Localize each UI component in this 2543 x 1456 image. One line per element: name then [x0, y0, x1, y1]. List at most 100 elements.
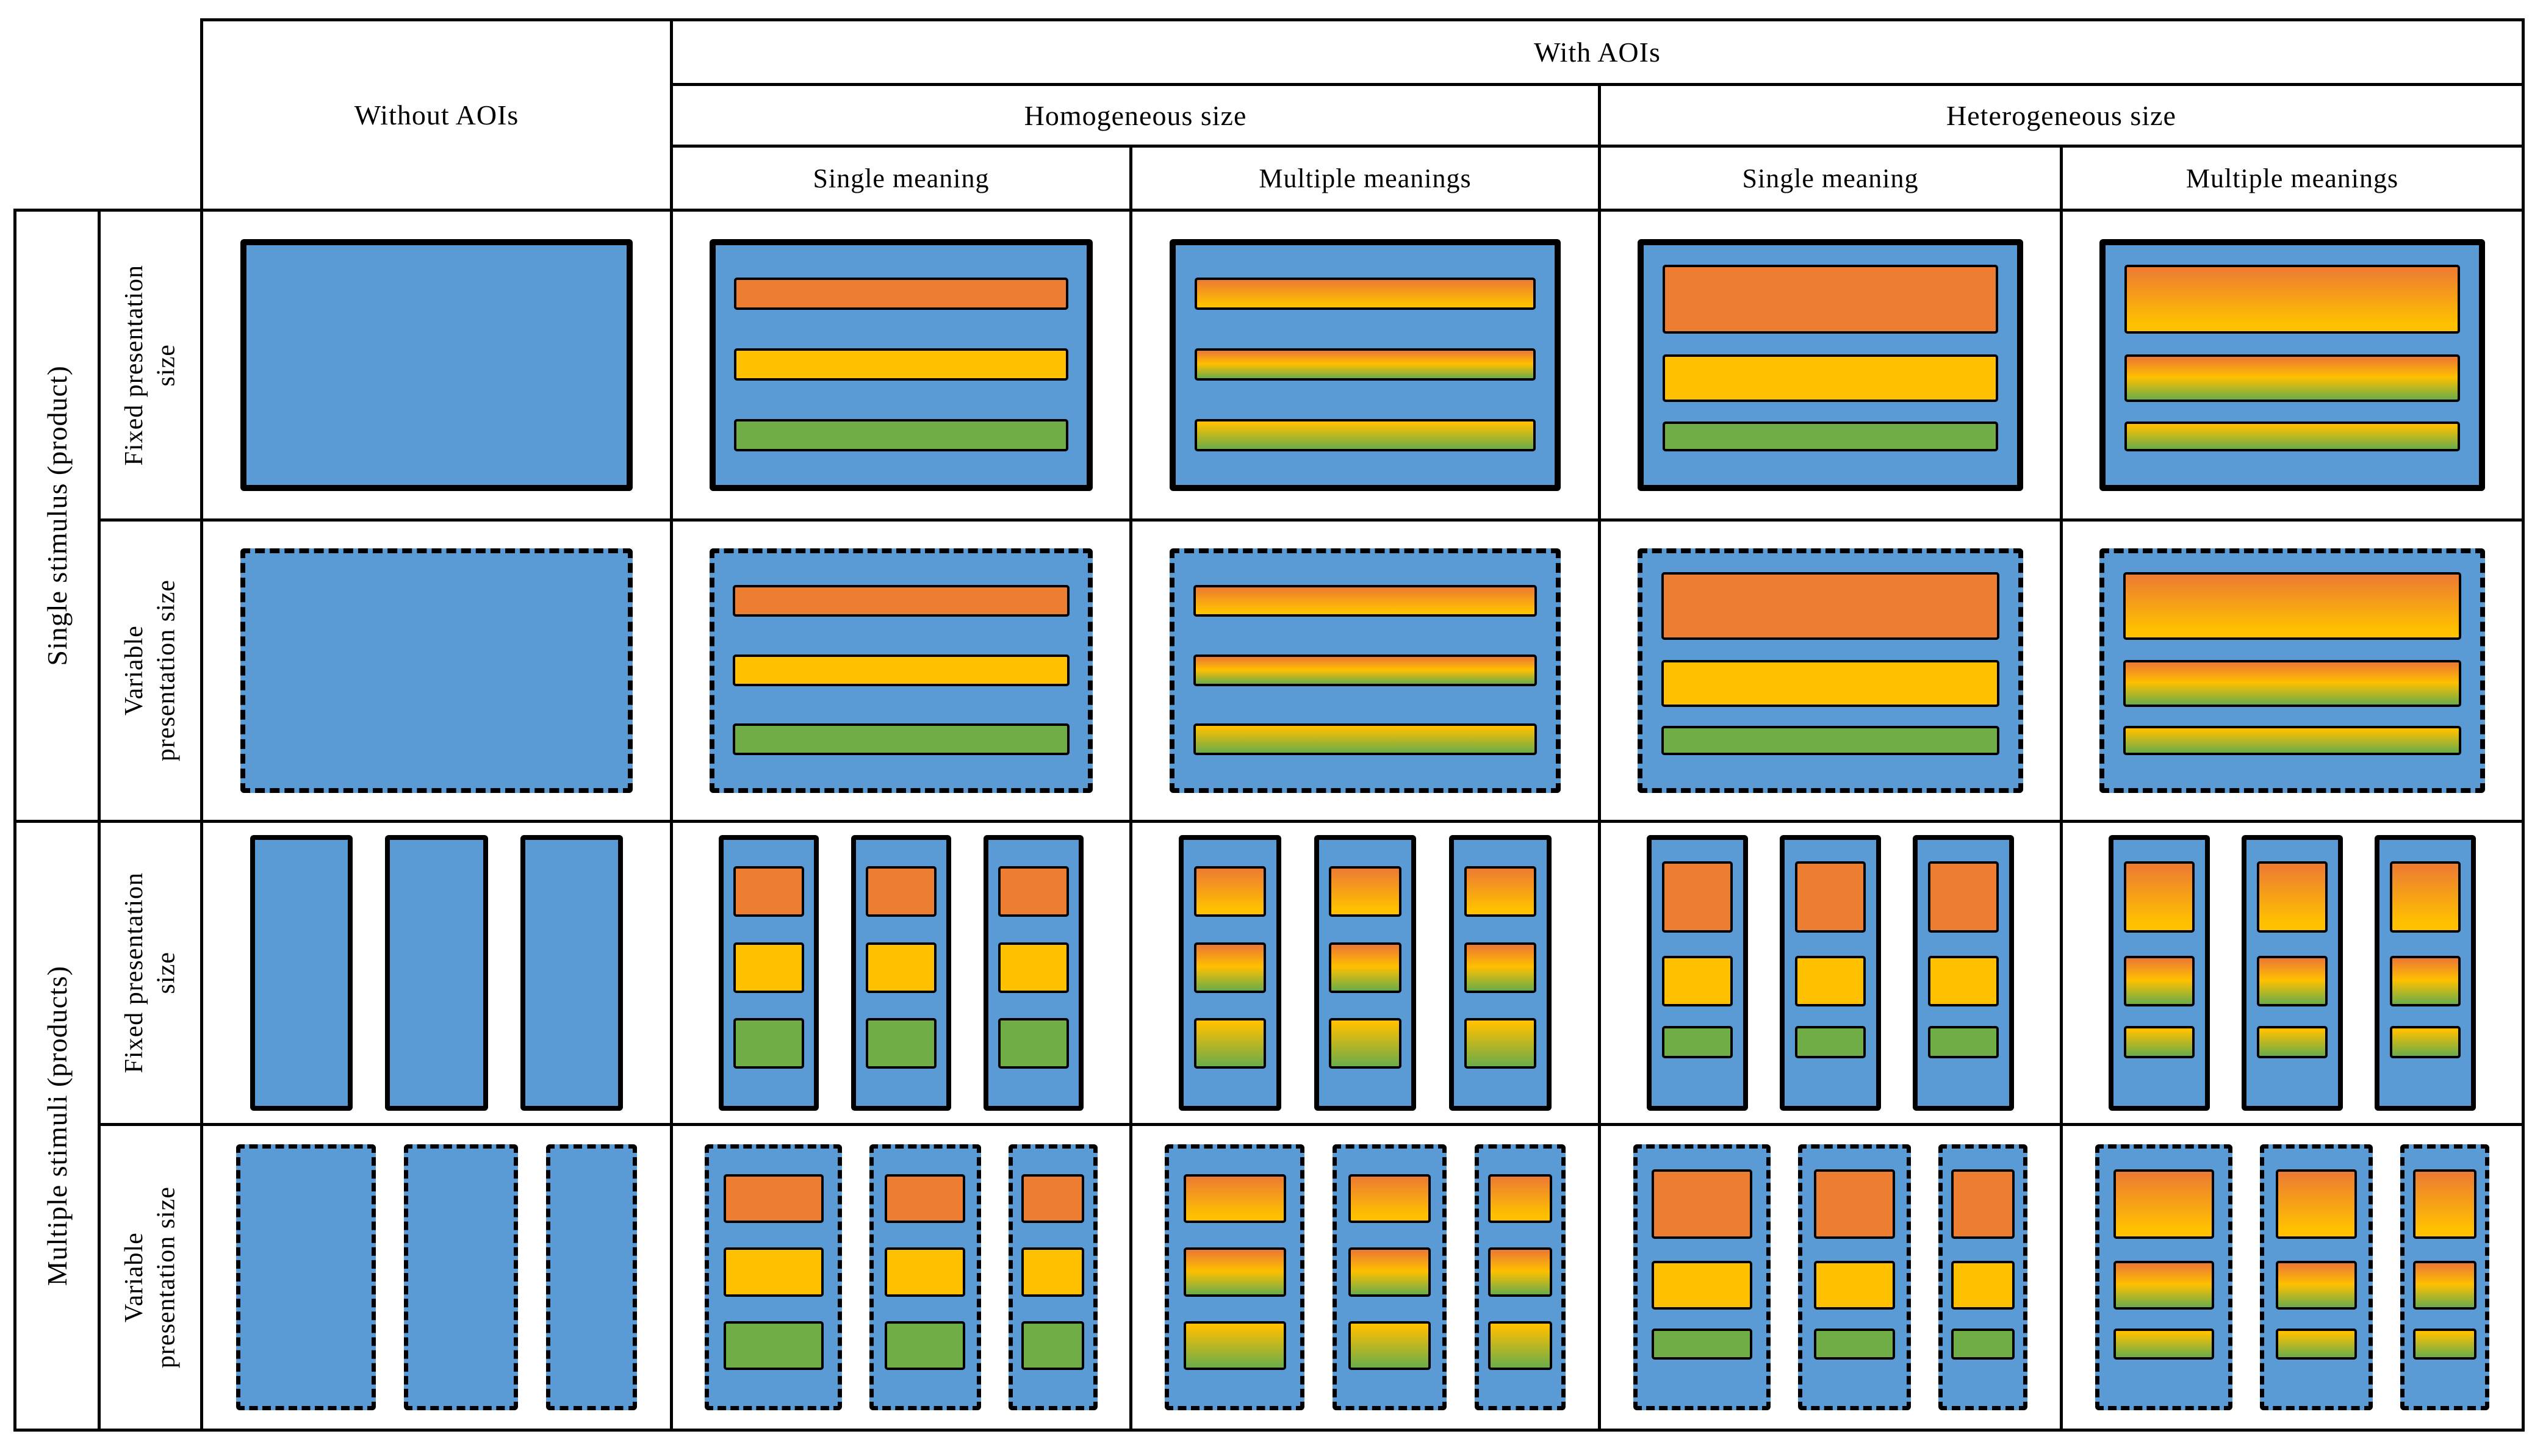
stimulus-with-aois — [1474, 1144, 1566, 1411]
aoi-bar-yellow-to-green — [1184, 1321, 1286, 1371]
aoi-bar-green — [1927, 1026, 1999, 1058]
aoi-bar-orange — [866, 866, 937, 917]
aoi-bar-yellow-to-green — [1194, 1018, 1267, 1069]
stimulus-plain — [250, 834, 353, 1111]
aoi-bar-orange-to-green — [1348, 1247, 1431, 1297]
aoi-bar-orange — [998, 866, 1069, 917]
stimulus-with-aois — [869, 1144, 981, 1411]
cell-multiple-fixed-homogeneous-multiple — [1129, 820, 1598, 1123]
stimulus-with-aois — [851, 834, 952, 1111]
stimulus-with-aois — [2099, 239, 2485, 491]
aoi-bar-yellow-to-green — [2123, 1026, 2195, 1058]
stimulus-plain — [385, 834, 488, 1111]
cell-multiple-variable-homogeneous-single — [670, 1123, 1129, 1432]
aoi-bar-orange-to-yellow — [1193, 584, 1537, 617]
aoi-bar-orange-to-green — [2389, 955, 2461, 1006]
stimulus-with-aois — [1165, 1144, 1305, 1411]
aoi-bar-orange-to-green — [2276, 1260, 2357, 1310]
aoi-bar-orange-to-yellow — [2123, 572, 2462, 640]
stimulus-plain — [403, 1144, 519, 1411]
aoi-bar-green — [1661, 725, 2000, 756]
aoi-bar-orange — [1651, 1169, 1752, 1239]
stimulus-with-aois — [983, 834, 1084, 1111]
cell-multiple-variable-heterogeneous-multiple — [2060, 1123, 2525, 1432]
aoi-bar-yellow-to-green — [1195, 418, 1536, 451]
aoi-bar-yellow — [1662, 354, 1999, 403]
stimulus-with-aois — [2095, 1144, 2233, 1411]
aoi-bar-yellow-to-green — [1487, 1321, 1552, 1371]
cell-single-fixed-homogeneous-single — [670, 209, 1129, 518]
stimulus-with-aois — [2375, 834, 2476, 1111]
aoi-bar-yellow — [1661, 660, 2000, 708]
aoi-bar-orange — [1661, 572, 2000, 640]
aoi-bar-green — [734, 418, 1068, 451]
stimulus-with-aois — [1170, 548, 1561, 793]
stimulus-plain — [546, 1144, 638, 1411]
row-group-single-stimulus-label: Single stimulus (product) — [41, 365, 73, 666]
aoi-bar-orange — [1794, 861, 1866, 933]
stimulus-with-aois — [1913, 834, 2014, 1111]
cell-multiple-fixed-heterogeneous-single — [1598, 820, 2060, 1123]
stimulus-with-aois — [709, 548, 1093, 793]
aoi-bar-orange-to-green — [2123, 660, 2462, 708]
stimulus-with-aois — [705, 1144, 842, 1411]
aoi-bar-green — [1794, 1026, 1866, 1058]
aoi-bar-orange-to-green — [1487, 1247, 1552, 1297]
cell-multiple-fixed-heterogeneous-multiple — [2060, 820, 2525, 1123]
cell-single-variable-homogeneous-multiple — [1129, 518, 1598, 820]
aoi-bar-orange-to-yellow — [2276, 1169, 2357, 1239]
cell-single-fixed-without-aois — [200, 209, 670, 518]
cell-single-variable-heterogeneous-multiple — [2060, 518, 2525, 820]
cell-single-fixed-heterogeneous-multiple — [2060, 209, 2525, 518]
stimulus-with-aois — [1448, 834, 1552, 1111]
aoi-bar-orange-to-green — [1194, 942, 1267, 993]
stimulus-with-aois — [1333, 1144, 1447, 1411]
stimulus-with-aois — [2260, 1144, 2373, 1411]
aoi-bar-green — [733, 723, 1070, 756]
stimulus-with-aois — [1798, 1144, 1911, 1411]
aoi-bar-orange — [1662, 264, 1999, 334]
row-group-multiple-stimuli: Multiple stimuli (products) — [13, 820, 98, 1432]
aoi-bar-green — [1662, 421, 1999, 451]
aoi-bar-yellow-to-green — [1329, 1018, 1401, 1069]
aoi-bar-orange — [734, 278, 1068, 310]
aoi-bar-yellow-to-green — [2276, 1329, 2357, 1360]
aoi-bar-orange-to-yellow — [2123, 861, 2195, 933]
stimulus-with-aois — [1780, 834, 1881, 1111]
stimulus-plain — [236, 1144, 376, 1411]
stimulus-plain — [240, 548, 633, 793]
header-heterogeneous-size: Heterogeneous size — [1598, 83, 2525, 145]
aoi-bar-orange-to-yellow — [2256, 861, 2328, 933]
stimulus-with-aois — [718, 834, 819, 1111]
aoi-bar-yellow — [723, 1247, 824, 1297]
stimulus-plain — [520, 834, 624, 1111]
aoi-bar-orange — [723, 1174, 824, 1224]
header-without-aois: Without AOIs — [200, 18, 670, 209]
header-with-aois: With AOIs — [670, 18, 2525, 83]
aoi-bar-orange — [1661, 861, 1733, 933]
aoi-bar-orange — [885, 1174, 966, 1224]
aoi-bar-yellow — [733, 942, 804, 993]
aoi-bar-orange-to-yellow — [1487, 1174, 1552, 1224]
cell-single-fixed-heterogeneous-single — [1598, 209, 2060, 518]
aoi-bar-orange — [733, 866, 804, 917]
aoi-bar-yellow — [1951, 1260, 2015, 1310]
aoi-bar-orange — [1927, 861, 1999, 933]
aoi-bar-green — [1021, 1321, 1085, 1371]
stimulus-with-aois — [709, 239, 1093, 491]
aoi-bar-green — [885, 1321, 966, 1371]
aoi-bar-yellow — [1814, 1260, 1895, 1310]
aoi-bar-yellow-to-green — [2123, 725, 2462, 756]
stimulus-with-aois — [2400, 1144, 2490, 1411]
cell-single-variable-homogeneous-single — [670, 518, 1129, 820]
aoi-bar-green — [866, 1018, 937, 1069]
aoi-bar-green — [998, 1018, 1069, 1069]
aoi-bar-orange — [733, 584, 1070, 617]
aoi-bar-yellow — [1794, 955, 1866, 1006]
stimulus-with-aois — [2242, 834, 2343, 1111]
taxonomy-table: Without AOIs With AOIs Homogeneous size … — [13, 18, 2525, 1432]
